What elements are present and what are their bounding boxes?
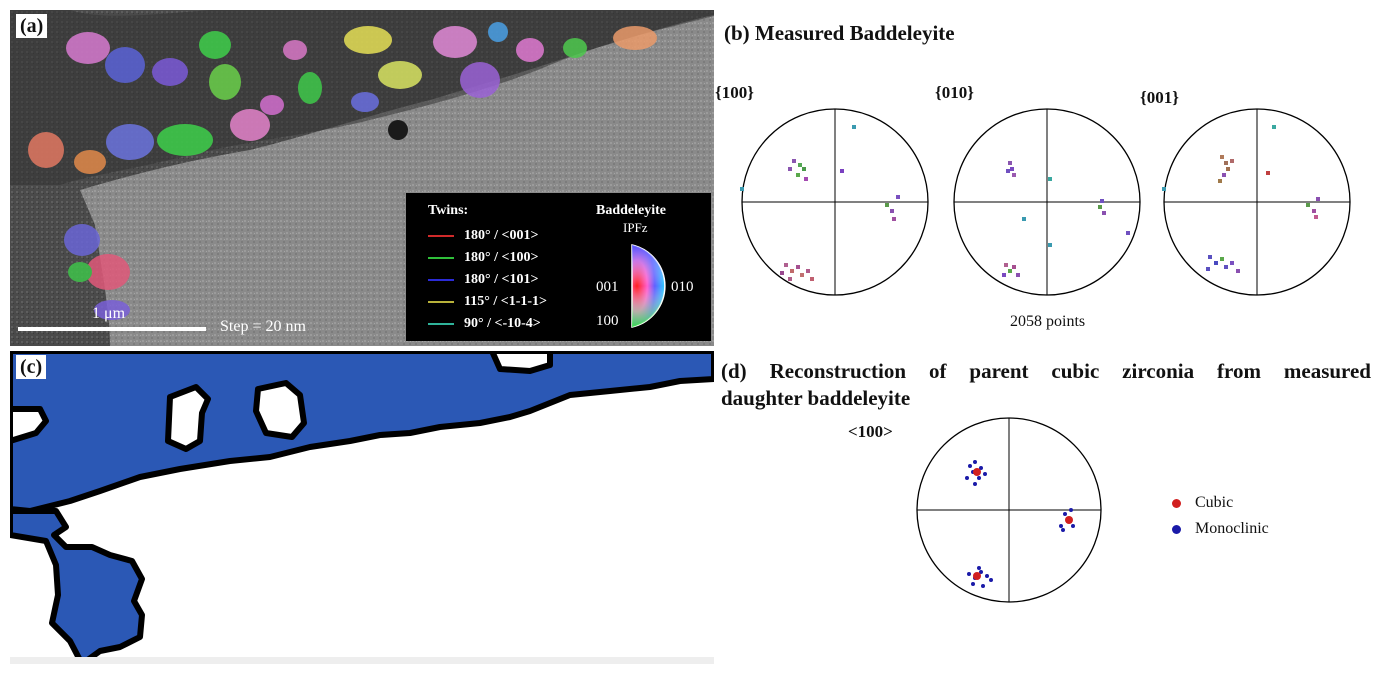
twin-label: 180° / <001> [464,228,539,243]
scale-bar-label: 1 μm [92,305,126,322]
pole-figure-label-010: {010} [935,83,974,102]
ipf-color-key [631,244,666,328]
panel-d-title-line2: daughter baddeleyite [721,386,911,410]
twin-label: 180° / <100> [464,250,539,265]
ipf-title: Baddeleyite [596,203,666,218]
twin-swatch [428,234,454,237]
scale-bar [18,327,206,331]
grain-overlays [28,22,657,320]
pole-figure-label-100-reconstructed: <100> [848,422,893,441]
twin-row: 180° / <101> [428,272,538,290]
ipf-subtitle: IPFz [623,220,648,235]
twin-label: 180° / <101> [464,272,539,287]
twins-title: Twins: [428,203,469,218]
cubic-marker [1172,498,1181,508]
pole-figure-label-100: {100} [715,83,754,102]
pole-figure-label-001: {001} [1140,88,1179,107]
monoclinic-marker [1172,524,1181,534]
pole-figure-100 [740,108,929,296]
twin-row: 180° / <001> [428,228,538,246]
panel-a-label: (a) [16,14,48,38]
twin-swatch [428,256,454,259]
panel-d-title-line1: (d) Reconstruction of parent cubic zirco… [721,359,1371,383]
panel-c-label: (c) [16,355,47,379]
pole-figure-010 [953,108,1141,296]
pole-figure-reconstructed [916,417,1102,603]
reconstruction-map [10,351,714,664]
pole-figure-001 [1162,108,1351,296]
twin-swatch [428,322,454,325]
panel-b-title: (b) Measured Baddeleyite [724,21,955,45]
legend-monoclinic-label: Monoclinic [1195,520,1269,537]
twin-label: 90° / <-10-4> [464,316,541,331]
twin-label: 115° / <1-1-1> [464,294,547,309]
ipf-axis-001: 001 [596,279,619,295]
legend-cubic-label: Cubic [1195,494,1234,511]
twin-swatch [428,300,454,303]
legend-monoclinic: Monoclinic [1172,520,1269,538]
step-size-label: Step = 20 nm [220,318,306,335]
twin-legend-box: Twins: 180° / <001> 180° / <100> 180° / … [406,193,711,341]
twin-row: 180° / <100> [428,250,538,268]
twin-swatch [428,278,454,281]
ipf-axis-010: 010 [671,279,694,295]
points-count-note: 2058 points [1010,313,1086,330]
twin-row: 90° / <-10-4> [428,316,541,334]
legend-cubic: Cubic [1172,494,1233,512]
twin-row: 115° / <1-1-1> [428,294,547,312]
ipf-axis-100: 100 [596,313,619,329]
